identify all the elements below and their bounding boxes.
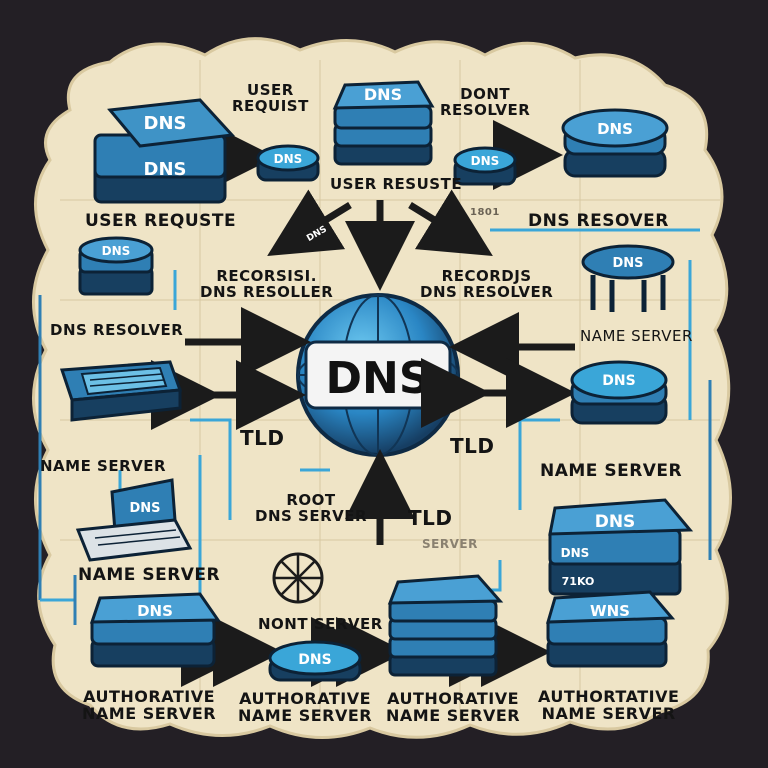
server-bottom-center [387,574,504,677]
server-bottom-left: DNS [89,592,221,668]
label-user-resuste: USER RESUSTE [330,175,463,193]
table-right: DNS [581,244,675,312]
disk-top-right: DNS [453,146,517,186]
svg-text:WNS: WNS [590,602,630,620]
label-server-faint: SERVER [422,537,478,551]
label-code-tag: 1801 [470,207,500,218]
disk-right: DNS [570,360,668,425]
server-tray-left [59,360,183,422]
svg-text:DNS: DNS [144,113,187,134]
label-tld-right: TLD [450,434,495,458]
server-top-right: DNS [561,108,669,178]
globe-label: DNS [325,353,430,404]
svg-text:DNS: DNS [597,120,633,138]
server-top-left: DNS DNS [93,98,236,204]
dns-globe: DNS [296,293,460,457]
svg-text:71KO: 71KO [562,575,595,588]
label-dns-resolver-left: DNS RESOLVER [50,321,184,339]
svg-text:DNS: DNS [471,154,500,168]
server-right-lower: DNS DNS 71KO [548,498,694,596]
svg-text:DNS: DNS [595,512,636,532]
wheel-icon [272,552,324,604]
label-user-requste: USER REQUSTE [85,211,237,231]
svg-text:DNS: DNS [144,159,187,180]
svg-text:DNS: DNS [298,652,331,668]
label-name-server-right-top: NAME SERVER [580,327,693,345]
svg-text:DNS: DNS [364,85,402,104]
label-tld-left: TLD [240,426,285,450]
arrow-diagonal [267,189,352,257]
disk-bottom: DNS [268,640,362,682]
label-name-server-right: NAME SERVER [540,461,683,481]
label-dns-resover: DNS RESOVER [528,211,669,231]
svg-text:DNS: DNS [602,373,635,389]
server-top-center: DNS [332,80,435,166]
server-left-small: DNS [78,236,154,296]
label-recorsisi: RECORSISI.DNS RESOLLER [200,267,334,302]
label-name-server-laptop: NAME SERVER [78,565,221,585]
svg-text:DNS: DNS [274,152,303,166]
double-arrows [151,358,576,687]
flow-arrows [185,120,575,545]
svg-text:DNS: DNS [102,244,131,258]
svg-text:DNS: DNS [612,256,643,271]
server-bottom-right: WNS [545,590,676,668]
label-tld-lower: TLD [408,506,453,530]
disk-top-left: DNS [256,144,320,182]
laptop: DNS [75,478,193,562]
svg-text:DNS: DNS [129,501,160,516]
svg-text:DNS: DNS [137,602,173,620]
label-name-server-left: NAME SERVER [40,457,167,475]
svg-text:DNS: DNS [561,546,590,560]
label-nont-server: NONT SERVER [258,615,383,633]
arrow-diagonal [408,189,493,257]
